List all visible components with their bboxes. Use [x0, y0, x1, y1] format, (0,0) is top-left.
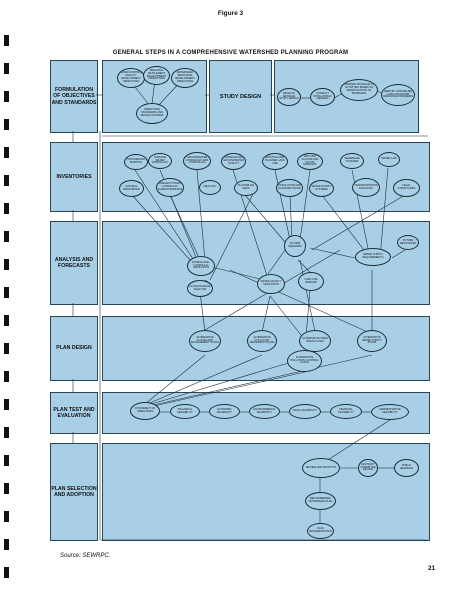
stage-inventories: INVENTORIES	[50, 142, 98, 212]
binder-hole	[4, 371, 9, 382]
node-historic-floods: HISTORIC FLOODS AND FLOOD DAMAGES	[297, 153, 323, 170]
node-natural-resources: NATURAL RESOURCES	[119, 180, 144, 197]
node-flood-damage-analysis: FLOOD DAMAGE ANALYSIS	[187, 280, 213, 297]
node-recommended-plan: RECOMMENDED WATERSHED PLAN	[305, 492, 336, 510]
node-watershed-resource-objectives: WATERSHED RESOURCE DEVELOPMENT OBJECTIVE…	[171, 68, 199, 88]
node-technical-feasibility: TECHNICAL FEASIBILITY	[170, 404, 200, 419]
node-surface-water-hydrology: SURFACE WATER HYDROLOGY	[148, 153, 172, 169]
node-floodplain-maps: FLOODPLAIN MAPS	[234, 180, 258, 196]
binder-hole	[4, 343, 9, 354]
node-alt-pollution-control: ALTERNATIVE POLLUTION CONTROL PLANS	[287, 350, 322, 372]
page-number: 21	[428, 565, 436, 572]
node-review-adoption: REVIEW AND ADOPTION	[302, 458, 340, 478]
node-land-use-demand: LAND USE DEMAND	[298, 272, 324, 291]
node-land-use: EXISTING AND PLANNED LAND USE	[262, 153, 288, 170]
node-objectives-standards: OBJECTIVES STANDARDS AND DESIGN CRITERIA	[136, 103, 168, 124]
binder-hole	[4, 315, 9, 326]
binder-hole	[4, 91, 9, 102]
node-water-quality-simulation: WATER QUALITY SIMULATION	[257, 274, 285, 294]
binder-hole	[4, 259, 9, 270]
binder-hole	[4, 539, 9, 550]
stage-plan-selection: PLAN SELECTION AND ADOPTION	[50, 443, 98, 541]
binder-hole	[4, 147, 9, 158]
node-alt-floodland-plans: ALTERNATIVE FLOODLAND MANAGEMENT PLANS	[189, 330, 221, 352]
binder-hole	[4, 287, 9, 298]
node-advisory-committee-review: ADVISORY COMMITTEE REVIEW	[358, 459, 378, 477]
node-groundwater-hydrology: GROUNDWATER HYDROLOGY AND HYDRAULICS	[183, 152, 211, 170]
node-future-demands: FUTURE DEMANDS	[284, 235, 306, 257]
node-legal-structures: LEGAL STRUCTURES	[393, 179, 420, 197]
binder-hole	[4, 35, 9, 46]
node-regional-settlement-objectives: REGIONAL SETTLEMENT DEVELOPMENT OBJECTIV…	[143, 66, 170, 85]
node-legal-feasibility: LEGAL FEASIBILITY	[289, 404, 321, 419]
node-hydrologic-simulation: HYDROLOGIC-HYDRAULIC SIMULATION	[187, 256, 215, 276]
node-population-economic-base: POPULATION AND ECONOMIC BASE	[276, 179, 303, 197]
node-administrative-feasibility: ADMINISTRATIVE FEASIBILITY	[371, 404, 409, 420]
source-note: Source: SEWRPC.	[60, 553, 111, 559]
node-initial-public-hearing: CONDUCT INITIAL PUBLIC HEARING	[310, 88, 335, 106]
node-stream-hydraulics: STREAM SYSTEMS HYDRAULIC CHARACTERISTICS	[156, 178, 184, 197]
node-public-hearings: PUBLIC HEARINGS	[394, 459, 419, 477]
node-sewerage-systems: SEWERAGE SYSTEMS	[340, 153, 364, 169]
stage-plan-test: PLAN TEST AND EVALUATION	[50, 392, 98, 434]
binder-hole	[4, 511, 9, 522]
stage-analysis: ANALYSIS AND FORECASTS	[50, 221, 98, 305]
binder-hole	[4, 567, 9, 578]
stage-plan-design: PLAN DESIGN	[50, 316, 98, 381]
node-water-law: WATER LAW	[378, 152, 400, 167]
node-financial-feasibility: FINANCIAL FEASIBILITY	[330, 404, 362, 419]
diagram-title: GENERAL STEPS IN A COMPREHENSIVE WATERSH…	[112, 50, 349, 56]
node-alt-open-space: ALTERNATIVE OPEN SPACE PLANS	[299, 330, 331, 352]
binder-hole	[4, 175, 9, 186]
node-water-supply-systems: WATER SUPPLY SYSTEMS	[309, 180, 334, 197]
binder-hole	[4, 399, 9, 410]
node-topographic-mapping: TOPOGRAPHIC MAPPING	[124, 154, 148, 170]
binder-hole	[4, 119, 9, 130]
stage-formulation: FORMULATION OF OBJECTIVES AND STANDARDS	[50, 60, 98, 133]
plan-selection-panel	[102, 443, 430, 541]
binder-hole	[4, 231, 9, 242]
node-prepare-program: PREPARE PROGRAM OF ACTIVITIES BASED ON I…	[340, 79, 378, 101]
binder-hole	[4, 427, 9, 438]
node-develop-study-design: DEVELOP DETAILED STUDY DESIGN	[277, 88, 301, 106]
node-alt-pollution-abatement: ALTERNATIVE POLLUTION ABATEMENT PLANS	[247, 330, 277, 352]
node-environmental-feasibility: ENVIRONMENTAL FEASIBILITY	[249, 404, 280, 419]
node-alt-water-supply: ALTERNATIVE WATER SUPPLY PLANS	[357, 330, 387, 352]
node-water-control-objectives: WATER CONTROL FACILITY DEVELOPMENT OBJEC…	[117, 68, 145, 88]
binder-hole	[4, 203, 9, 214]
node-economic-feasibility: ECONOMIC FEASIBILITY	[209, 404, 240, 419]
node-geology: GEOLOGY	[199, 180, 221, 195]
node-plan-implementation: PLAN IMPLEMENTATION	[307, 523, 334, 539]
binder-hole	[4, 455, 9, 466]
node-transportation: TRANSPORTATION FACILITIES	[352, 178, 380, 197]
binder-hole	[4, 63, 9, 74]
node-water-supply-requirements: WATER SUPPLY REQUIREMENTS	[355, 248, 391, 266]
binder-hole	[4, 483, 9, 494]
node-future-resources: FUTURE RESOURCES	[397, 235, 419, 250]
node-water-quality-inventory: SURFACE AND GROUNDWATER QUALITY	[221, 153, 246, 170]
node-attainment-objectives: ATTAINMENT OF OBJECTIVES	[130, 402, 160, 420]
node-identify-problems: IDENTIFY AND DEFINE LAND AND WATER RESOU…	[381, 84, 415, 106]
figure-label: Figure 3	[217, 10, 244, 17]
stage-study-design: STUDY DESIGN	[209, 60, 272, 133]
